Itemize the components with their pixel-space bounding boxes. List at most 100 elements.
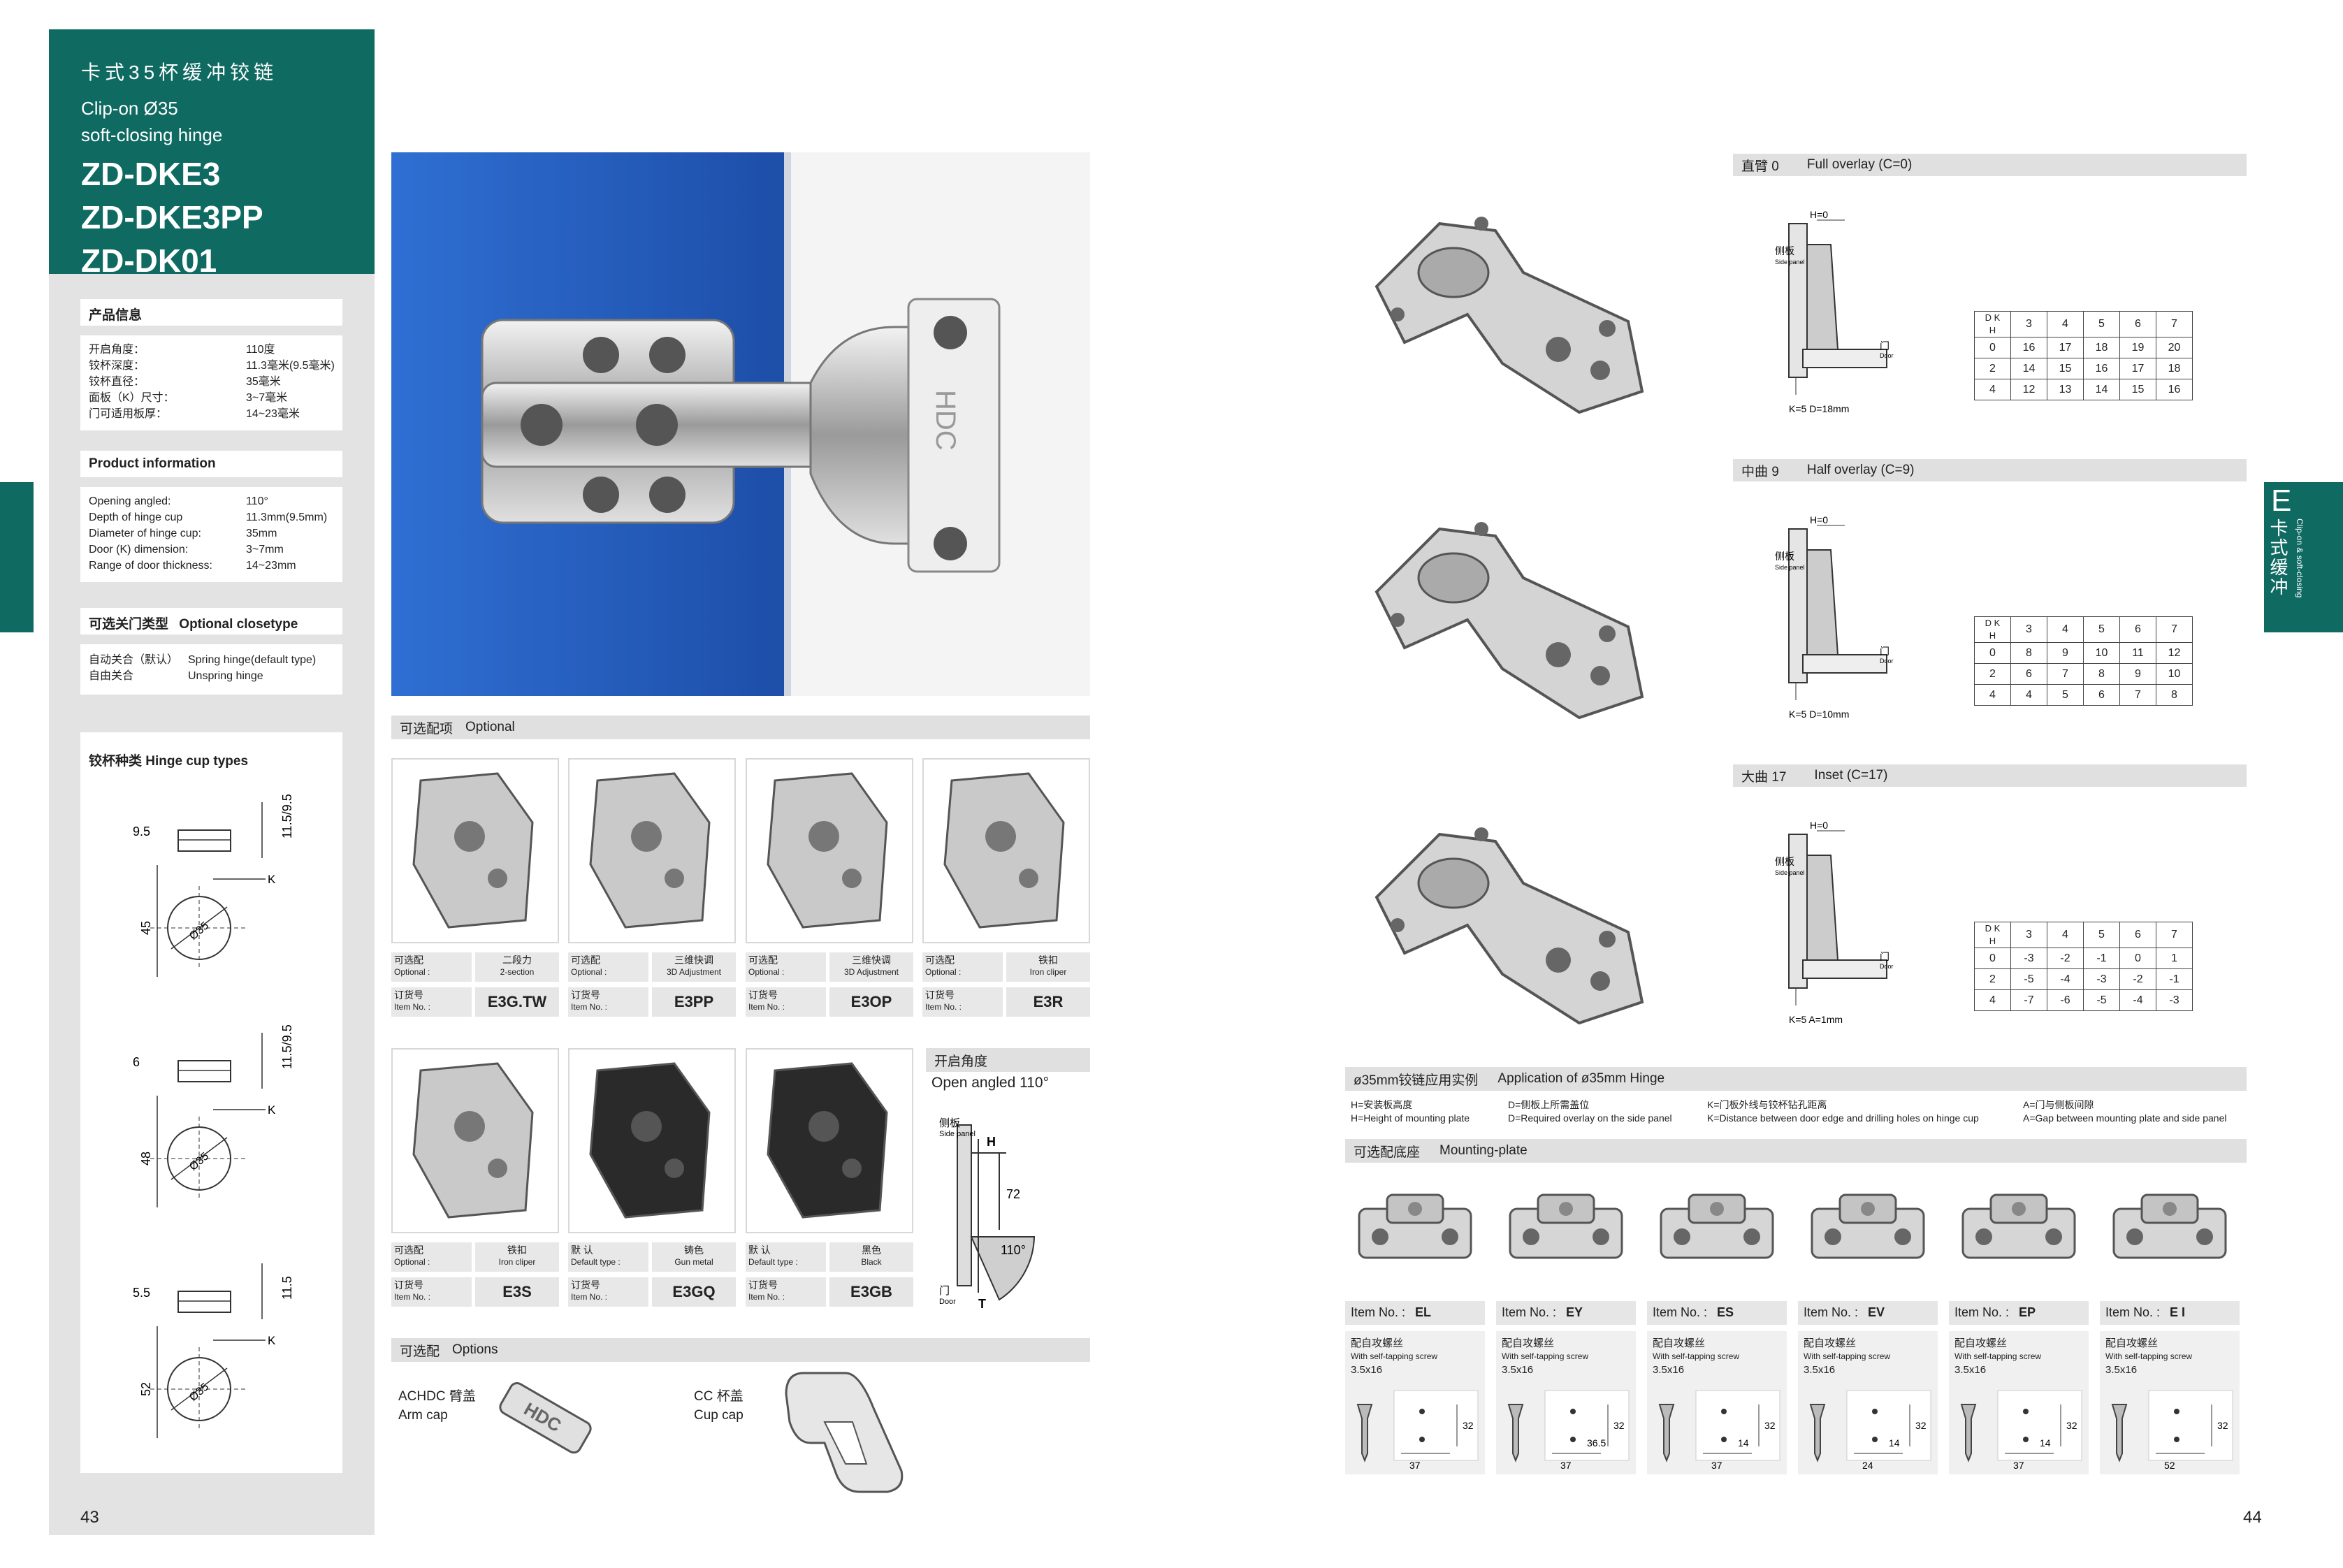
table-cell: -3: [2010, 948, 2047, 969]
table-cell: 14: [2083, 379, 2120, 400]
plate-dim-label: 37: [1560, 1460, 1572, 1471]
item-no-en: Item No. :: [394, 1292, 431, 1302]
cupcap-cn: CC 杯盖: [694, 1389, 743, 1404]
legend-cn: A=门与侧板间隙: [2023, 1099, 2094, 1110]
k-header: 6: [2119, 311, 2156, 337]
plate-dim-label: 24: [1862, 1460, 1873, 1471]
table-cell: 19: [2119, 337, 2156, 358]
legend-en: K=Distance between door edge and drillin…: [1707, 1112, 1979, 1124]
plate-item-label: Item No. :: [1653, 1305, 1708, 1319]
item-no-en: Item No. :: [748, 1292, 785, 1302]
options2-title-en: Options: [452, 1342, 498, 1357]
screw-cn: 配自攻螺丝: [1351, 1337, 1404, 1349]
overlay-door-label: 门: [1880, 646, 1889, 657]
overlay-title-cn: 直臂 0: [1741, 159, 1779, 174]
product-info-cn-box: 开启角度：110度铰杯深度：11.3毫米(9.5毫米)铰杯直径：35毫米面板（K…: [80, 335, 342, 430]
table-cell: 20: [2156, 337, 2193, 358]
table-cell: 0: [1974, 948, 2011, 969]
item-no-cn: 订货号: [394, 989, 423, 1001]
table-cell: 4: [1974, 684, 2011, 706]
options2-header: 可选配 Options: [391, 1338, 1090, 1362]
overlay-header: 直臂 0 Full overlay (C=0): [1733, 154, 2247, 176]
mounting-plate-image: [1811, 1193, 1925, 1259]
overlay-side-en: Side panel: [1775, 869, 1805, 876]
spec-label: 自动关合（默认）: [89, 654, 179, 666]
option-photo: [746, 1048, 913, 1233]
overlay-kd-label: K=5 D=18mm: [1789, 403, 1849, 414]
table-cell: 16: [2156, 379, 2193, 400]
item-no-en: Item No. :: [571, 1002, 608, 1012]
option-name-en: Black: [861, 1257, 882, 1267]
option-type-en: Optional :: [571, 967, 607, 977]
tab-en: Clip-on & soft-closing: [2295, 518, 2305, 598]
overlay-hinge-image: [1374, 217, 1644, 414]
angle-t-label: T: [978, 1297, 986, 1311]
overlay-title-en: Full overlay (C=0): [1806, 157, 1913, 172]
cupcap-en: Cup cap: [694, 1408, 743, 1423]
k-header: 7: [2156, 311, 2193, 337]
option-code: E3G.TW: [475, 987, 559, 1017]
cup-flange: [177, 1060, 231, 1082]
plate-item-code: E I: [2170, 1305, 2186, 1319]
spec-label: Opening angled:: [89, 495, 171, 507]
table-cell: 13: [2047, 379, 2084, 400]
option-name-cn: 铁扣: [507, 1244, 527, 1256]
plate-item-code: EL: [1415, 1305, 1432, 1319]
table-cell: 16: [2083, 358, 2120, 379]
title-block: 卡式35杯缓冲铰链 Clip-on Ø35 soft-closing hinge…: [49, 29, 375, 279]
table-cell: 17: [2119, 358, 2156, 379]
table-cell: 4: [1974, 989, 2011, 1011]
option-name-cn: 铸色: [684, 1244, 704, 1256]
option-name-cn: 铁扣: [1038, 954, 1058, 966]
overlay-door-en: Door: [1880, 963, 1894, 970]
spec-label: Range of door thickness:: [89, 560, 212, 572]
option-type-en: Default type :: [748, 1257, 798, 1267]
plate-dim-label: 32: [2217, 1420, 2228, 1431]
overlay-door-en: Door: [1880, 658, 1894, 665]
title-en-1: Clip-on Ø35: [81, 98, 178, 119]
closetype-title-en: Optional closetype: [179, 617, 298, 632]
item-no-cn: 订货号: [925, 989, 955, 1001]
option-name-en: Iron cliper: [498, 1257, 536, 1267]
table-cell: 2: [1974, 358, 2011, 379]
cup-width-label: 9.5: [133, 825, 150, 839]
table-cell: 14: [2010, 358, 2047, 379]
option-type-cn: 可选配: [571, 954, 600, 966]
application-title-en: Application of ø35mm Hinge: [1497, 1071, 1665, 1086]
overlay-side-en: Side panel: [1775, 259, 1805, 266]
table-cell: 7: [2119, 684, 2156, 706]
table-cell: 7: [2047, 663, 2084, 685]
plate-dim-label: 37: [1711, 1460, 1722, 1471]
angle-door-en: Door: [939, 1298, 956, 1306]
mounting-plate-image: [1961, 1193, 2076, 1259]
screw-size: 3.5x16: [1804, 1364, 1836, 1376]
table-cell: 2: [1974, 968, 2011, 990]
application-header: ø35mm铰链应用实例 Application of ø35mm Hinge: [1345, 1067, 2247, 1091]
plate-dim-label: 32: [1764, 1420, 1776, 1431]
spec-value: 14~23毫米: [246, 408, 300, 420]
option-type-en: Default type :: [571, 1257, 621, 1267]
option-name-cn: 三维快调: [852, 954, 891, 966]
item-no-cn: 订货号: [748, 989, 778, 1001]
plate-item-code: EV: [1868, 1305, 1885, 1319]
optional-title-cn: 可选配项: [400, 721, 454, 736]
option-code: E3OP: [829, 987, 913, 1017]
spec-value: 110°: [246, 495, 268, 507]
mounting-plate-image: [1660, 1193, 1774, 1259]
